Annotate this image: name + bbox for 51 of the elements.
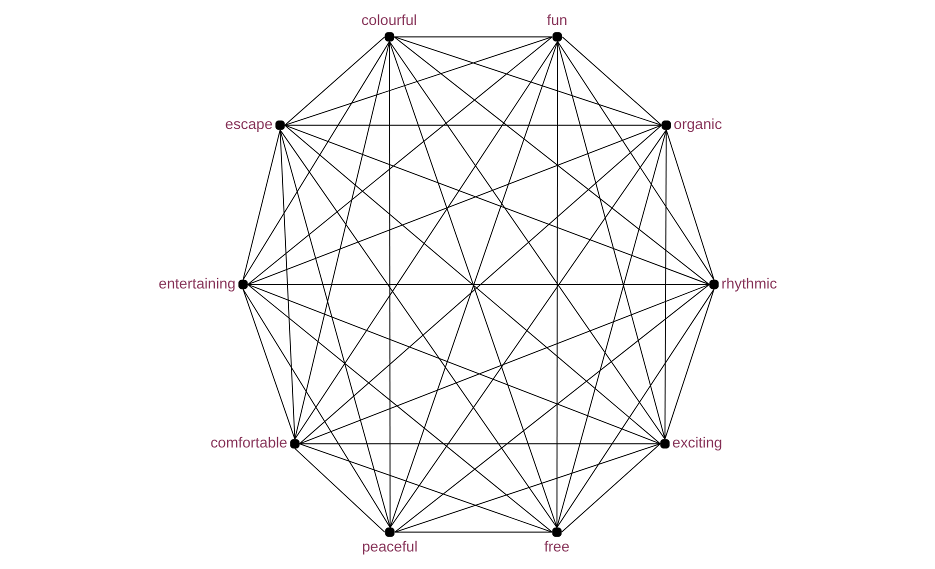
connector [242,41,390,280]
node-label: comfortable [210,436,287,452]
connector [284,36,552,126]
connector [556,41,558,528]
connector [556,41,665,440]
connector [664,288,714,440]
connector [284,36,385,126]
connector [298,284,710,444]
connector [560,443,660,533]
connector [246,284,660,444]
connector [394,284,710,533]
node-label: peaceful [362,539,418,556]
connector [246,284,552,533]
connector [246,36,552,285]
connector [284,124,710,285]
connector [556,288,714,528]
connector [279,129,390,528]
node-label: free [544,539,570,556]
connector [388,41,665,440]
connector [561,36,662,126]
node-label: rhythmic [720,276,777,292]
connector [246,284,710,285]
connector [242,129,280,280]
connector [294,41,390,440]
connector [294,448,385,533]
connector [556,129,666,528]
node-label: organic [673,116,722,133]
connector [298,443,552,533]
node-label: colourful [360,13,416,30]
connector [393,36,662,126]
node-label: entertaining [158,276,236,292]
connector [394,443,660,533]
connector [393,36,552,38]
connector [664,129,666,440]
connector [388,41,390,528]
connector [394,532,552,533]
connector [393,36,710,285]
connector [242,288,390,528]
node-label: exciting [672,436,722,452]
connector [246,124,662,285]
connector [389,129,666,528]
connector [556,41,714,280]
connector [294,41,558,440]
connector [298,443,660,444]
node-label: escape [224,116,272,133]
connector [279,129,295,440]
connector [665,129,714,280]
connector [242,288,295,440]
node-label: fun [546,13,567,30]
connector [279,129,557,528]
connector [284,124,662,126]
